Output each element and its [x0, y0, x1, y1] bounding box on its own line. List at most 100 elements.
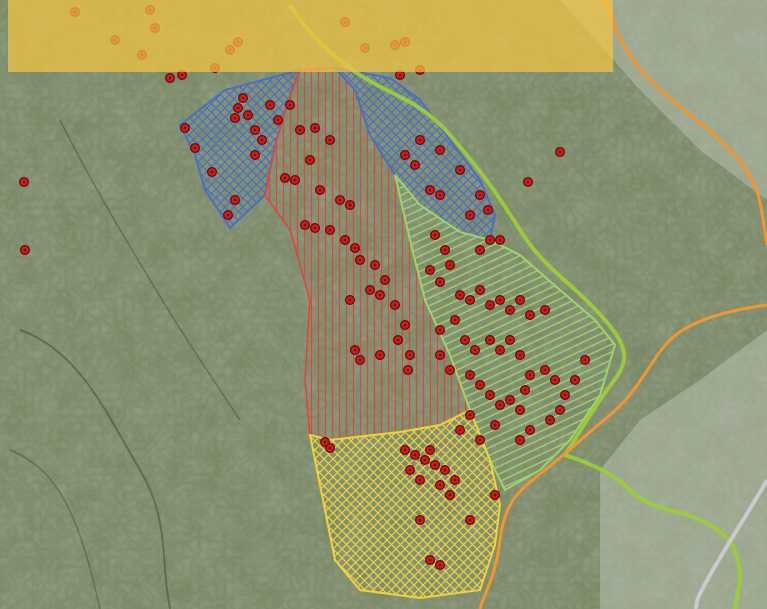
- zone-yellow[interactable]: [308, 408, 502, 600]
- sample-point-center: [438, 483, 442, 487]
- sample-point-center: [318, 188, 322, 192]
- sample-point-center: [358, 358, 362, 362]
- sample-point-center: [478, 193, 482, 197]
- sample-point-center: [498, 298, 502, 302]
- sample-point-center: [438, 193, 442, 197]
- sample-point-center: [378, 293, 382, 297]
- sample-point-center: [518, 298, 522, 302]
- sample-point-center: [328, 446, 332, 450]
- terrain-light-east: [560, 0, 767, 609]
- sample-point-center: [493, 423, 497, 427]
- sample-point-center: [423, 458, 427, 462]
- sample-point-center: [353, 348, 357, 352]
- sample-point-center: [558, 150, 562, 154]
- sample-point-center: [413, 453, 417, 457]
- sample-point-center: [406, 368, 410, 372]
- sample-point-center: [488, 238, 492, 242]
- sample-point-center: [378, 353, 382, 357]
- sample-point-center: [488, 393, 492, 397]
- sample-point-center: [448, 368, 452, 372]
- sample-point-center: [396, 338, 400, 342]
- sample-point-center: [498, 403, 502, 407]
- sample-point-center: [241, 96, 245, 100]
- sample-point-center: [528, 373, 532, 377]
- sample-point-center: [253, 153, 257, 157]
- sample-point-center: [523, 388, 527, 392]
- sample-point-center: [518, 353, 522, 357]
- sample-point-center: [478, 248, 482, 252]
- sample-point-center: [553, 378, 557, 382]
- sample-point-center: [458, 293, 462, 297]
- sample-point-center: [323, 440, 327, 444]
- sample-point-center: [428, 448, 432, 452]
- sample-point-center: [488, 338, 492, 342]
- sample-point-center: [468, 413, 472, 417]
- sample-point-center: [463, 338, 467, 342]
- sample-point-center: [293, 178, 297, 182]
- sample-point-center: [328, 228, 332, 232]
- sample-point-center: [518, 408, 522, 412]
- sample-point-center: [563, 393, 567, 397]
- sample-point-center: [438, 328, 442, 332]
- sample-point-center: [183, 126, 187, 130]
- sample-point-center: [298, 128, 302, 132]
- sample-point-center: [468, 298, 472, 302]
- sample-point-center: [408, 468, 412, 472]
- sample-point-center: [438, 280, 442, 284]
- sample-points-layer: [19, 4, 590, 570]
- sample-point-center: [383, 278, 387, 282]
- sample-point-center: [438, 563, 442, 567]
- sample-point-center: [468, 518, 472, 522]
- sample-point-center: [443, 468, 447, 472]
- sample-point-center: [443, 248, 447, 252]
- sample-point-center: [458, 168, 462, 172]
- sample-point-center: [528, 428, 532, 432]
- river-line: [288, 3, 742, 609]
- sample-point-center: [403, 448, 407, 452]
- sample-point-center: [548, 418, 552, 422]
- sample-point-center: [353, 246, 357, 250]
- sample-point-center: [233, 198, 237, 202]
- sample-point-center: [543, 308, 547, 312]
- sample-point-center: [348, 298, 352, 302]
- sample-point-center: [528, 313, 532, 317]
- sample-point-center: [180, 73, 184, 77]
- drainage-line: [9, 449, 101, 609]
- sample-point-center: [168, 76, 172, 80]
- sample-point-center: [543, 368, 547, 372]
- sample-point-center: [428, 188, 432, 192]
- sample-point-center: [498, 238, 502, 242]
- sample-point-center: [518, 438, 522, 442]
- sample-point-center: [583, 358, 587, 362]
- sample-point-center: [233, 116, 237, 120]
- sample-point-center: [343, 238, 347, 242]
- sample-point-center: [448, 263, 452, 267]
- sample-point-center: [433, 463, 437, 467]
- sample-point-center: [488, 303, 492, 307]
- sample-point-center: [210, 170, 214, 174]
- sample-point-center: [403, 153, 407, 157]
- sample-point-center: [348, 203, 352, 207]
- sample-point-center: [418, 478, 422, 482]
- sample-point-center: [573, 378, 577, 382]
- sample-point-center: [478, 288, 482, 292]
- sample-point-center: [408, 353, 412, 357]
- sample-point-center: [453, 318, 457, 322]
- sample-point-center: [508, 398, 512, 402]
- sample-point-center: [303, 223, 307, 227]
- sample-point-center: [328, 138, 332, 142]
- sample-point-center: [260, 138, 264, 142]
- sample-point-center: [526, 180, 530, 184]
- sample-point-center: [313, 226, 317, 230]
- sample-point-center: [398, 73, 402, 77]
- sample-point-center: [22, 180, 26, 184]
- boundary-line: [478, 303, 767, 609]
- sample-point-center: [283, 176, 287, 180]
- sample-point-center: [338, 198, 342, 202]
- sample-point-center: [508, 338, 512, 342]
- sample-point-center: [508, 308, 512, 312]
- sample-point-center: [478, 438, 482, 442]
- sample-point-center: [433, 233, 437, 237]
